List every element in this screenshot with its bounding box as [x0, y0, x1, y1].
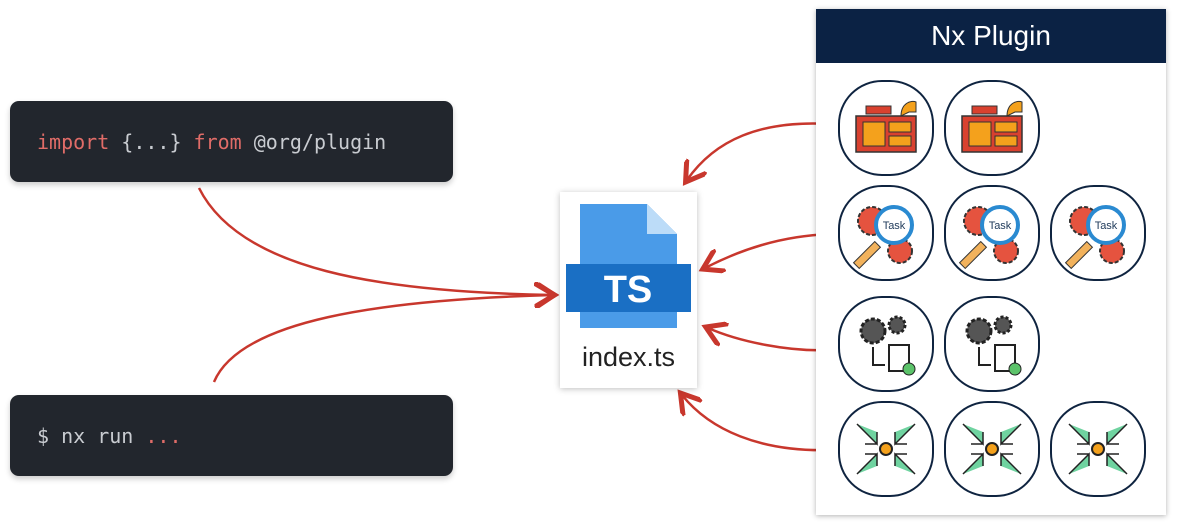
index-ts-file: TS index.ts	[560, 192, 697, 388]
generator-icon	[838, 80, 934, 176]
svg-text:Task: Task	[1095, 220, 1118, 232]
command-dots: ...	[145, 423, 182, 448]
executor-icon	[944, 296, 1040, 392]
task-inference-icon: Task	[1050, 185, 1146, 281]
arrow-tasks	[705, 232, 831, 268]
arrow-executors	[708, 328, 831, 352]
migration-icon	[838, 401, 934, 497]
nx-plugin-panel: Nx Plugin Task Task Task	[816, 9, 1166, 515]
panel-title: Nx Plugin	[816, 9, 1166, 63]
arrow-generators	[687, 122, 831, 180]
executor-icon	[838, 296, 934, 392]
code-text: {...}	[109, 129, 194, 154]
svg-text:Task: Task	[883, 220, 906, 232]
run-command-block: $ nx run ...	[10, 395, 453, 476]
task-inference-icon: Task	[838, 185, 934, 281]
keyword: import	[37, 129, 110, 154]
code-text: @org/plugin	[241, 129, 387, 154]
ts-badge: TS	[604, 269, 653, 311]
arrow-run	[212, 295, 552, 383]
task-inference-icon: Task	[944, 185, 1040, 281]
arrow-migrations	[682, 395, 831, 452]
typescript-file-icon: TS	[566, 204, 691, 328]
keyword: from	[193, 129, 242, 154]
generator-icon	[944, 80, 1040, 176]
migration-icon	[1050, 401, 1146, 497]
import-code-block: import {...} from @org/plugin	[10, 101, 453, 182]
arrow-import	[197, 187, 552, 295]
file-name: index.ts	[581, 342, 676, 372]
command-text: $ nx run	[37, 423, 146, 448]
migration-icon	[944, 401, 1040, 497]
svg-text:Task: Task	[989, 220, 1012, 232]
